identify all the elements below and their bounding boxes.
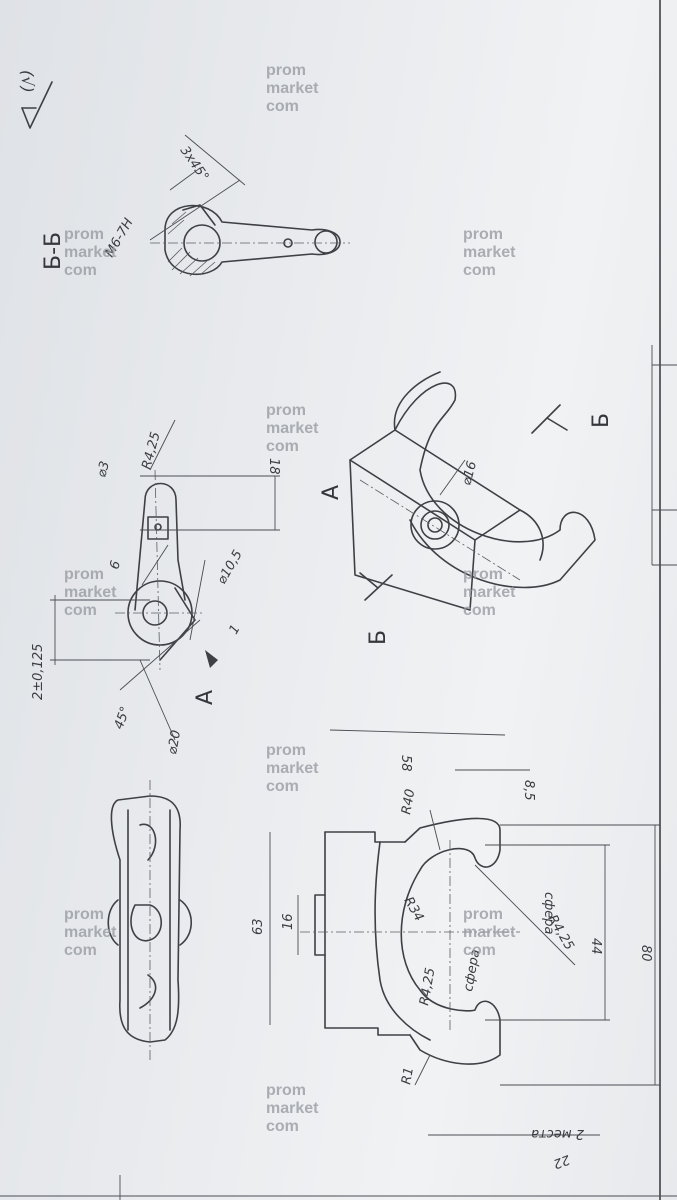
dim-6: 6 bbox=[107, 559, 124, 571]
dim-58: 58 bbox=[398, 755, 413, 772]
dim-sfera-2: сфера bbox=[541, 892, 556, 935]
dim-d16: ⌀16 bbox=[459, 460, 480, 487]
cut-line-upper bbox=[531, 404, 561, 434]
dim-r1: R1 bbox=[399, 1066, 417, 1086]
view-a-arrow-label: А bbox=[193, 690, 218, 705]
arm-view: R4,25 ⌀3 18 6 ⌀10,5 1 2±0,125 45° ⌀20 А bbox=[31, 419, 281, 756]
dim-22: 22 bbox=[551, 1151, 572, 1171]
dim-2tol: 2±0,125 bbox=[31, 644, 46, 700]
cut-b-upper: Б bbox=[589, 413, 614, 428]
dim-85: 8,5 bbox=[521, 780, 536, 801]
dim-chamfer: 3x45° bbox=[177, 144, 212, 185]
roughness-text: (√) bbox=[18, 70, 37, 93]
dim-d105: ⌀10,5 bbox=[214, 548, 245, 587]
cut-b-lower: Б bbox=[366, 630, 391, 645]
dim-80: 80 bbox=[638, 945, 653, 962]
pictorial-view: ⌀16 А Б Б bbox=[319, 371, 614, 645]
dim-63: 63 bbox=[251, 918, 266, 935]
top-view bbox=[107, 780, 193, 1060]
dim-mesta: 2 места bbox=[531, 1126, 584, 1141]
dim-sfera-1: сфера bbox=[461, 948, 483, 992]
dim-r40: R40 bbox=[399, 788, 418, 816]
dim-d20: ⌀20 bbox=[165, 729, 184, 756]
dim-18: 18 bbox=[266, 458, 281, 475]
dim-r425-side: R4,25 bbox=[417, 967, 438, 1007]
dim-1: 1 bbox=[226, 622, 243, 637]
view-arrow bbox=[205, 650, 218, 668]
dim-44: 44 bbox=[588, 938, 603, 955]
view-a-label: А bbox=[319, 485, 344, 500]
dim-d3: ⌀3 bbox=[94, 460, 113, 479]
roughness-symbol: (√) bbox=[18, 70, 53, 129]
dim-16: 16 bbox=[281, 913, 296, 930]
dim-45deg: 45° bbox=[112, 705, 134, 732]
section-bb-label: Б-Б bbox=[41, 232, 66, 270]
